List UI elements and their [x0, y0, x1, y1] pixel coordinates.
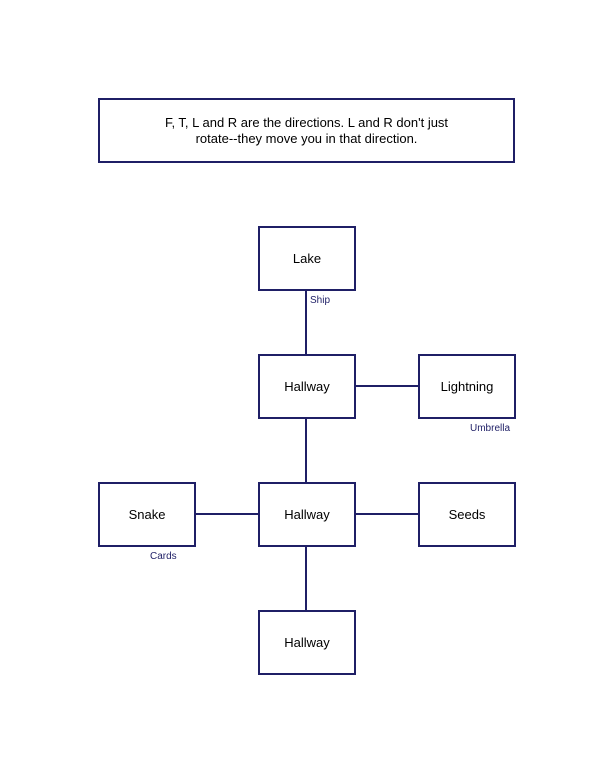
room-hallway-top: Hallway	[258, 354, 356, 419]
room-seeds: Seeds	[418, 482, 516, 547]
item-label-ship: Ship	[310, 295, 331, 306]
connector-hallway-middle-bottom	[305, 547, 307, 610]
connector-lake-hallway	[305, 291, 307, 354]
room-hallway-middle: Hallway	[258, 482, 356, 547]
item-label-umbrella: Umbrella	[470, 423, 511, 434]
instructions-line-2: rotate--they move you in that direction.	[195, 130, 418, 146]
connector-snake-hallway	[196, 513, 258, 515]
connector-hallway-top-middle	[305, 419, 307, 482]
instructions-line-1: F, T, L and R are the directions. L and …	[164, 114, 449, 130]
room-lightning: Lightning	[418, 354, 516, 419]
connector-hallway-lightning	[356, 385, 418, 387]
item-label-cards: Cards	[150, 551, 177, 562]
instructions-note: F, T, L and R are the directions. L and …	[98, 98, 515, 163]
room-snake: Snake	[98, 482, 196, 547]
connector-hallway-seeds	[356, 513, 418, 515]
room-lake: Lake	[258, 226, 356, 291]
room-hallway-bottom: Hallway	[258, 610, 356, 675]
